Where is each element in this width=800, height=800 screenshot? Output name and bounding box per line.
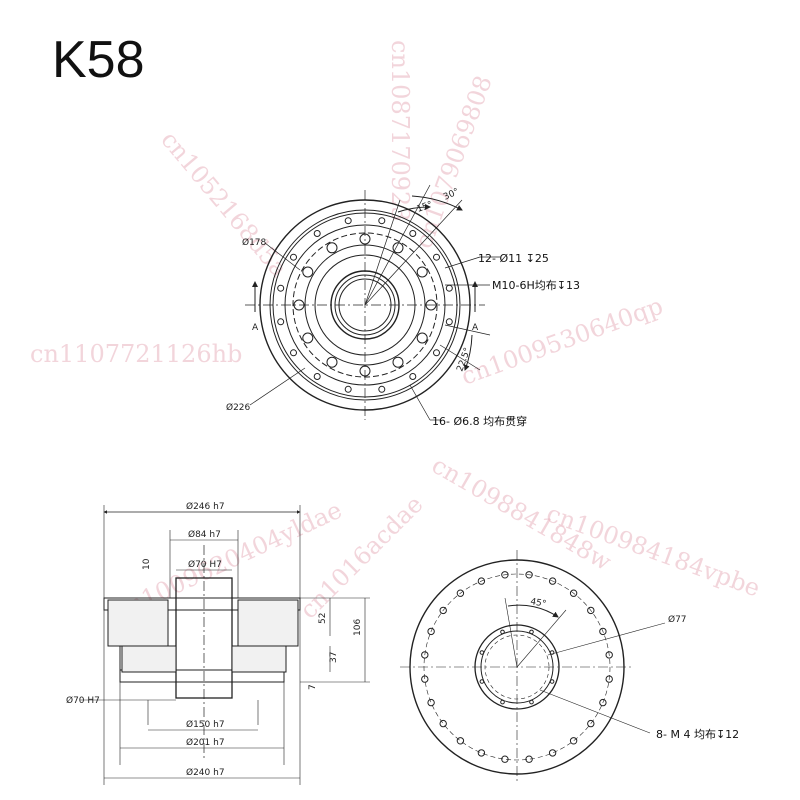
note-thread: M10-6H均布↧13 <box>492 279 580 292</box>
note-16-holes: 16- Ø6.8 均布贯穿 <box>432 414 527 428</box>
note-12-holes: 12- Ø11 ↧25 <box>478 252 549 265</box>
output-hole <box>477 577 486 585</box>
flange-hole <box>290 253 297 261</box>
output-hole <box>439 719 447 728</box>
dim-106: 106 <box>353 619 363 636</box>
section-label-a-right: A <box>472 323 479 333</box>
bolt-hole <box>392 242 404 254</box>
bottom-view-labels: 45° Ø77 8- M 4 均布↧12 <box>529 597 739 741</box>
m4-hole <box>479 650 485 655</box>
dim-dia-84: Ø84 h7 <box>188 529 221 540</box>
dim-dia-70-left: Ø70 H7 <box>66 695 100 706</box>
bolt-hole <box>416 332 428 344</box>
dim-37: 37 <box>329 652 339 663</box>
output-hole <box>456 737 465 745</box>
output-hole <box>421 675 429 683</box>
watermark-1: cn1087170923 <box>386 40 414 222</box>
bolt-hole <box>416 266 428 278</box>
m4-hole <box>529 629 534 635</box>
output-hole <box>525 755 533 763</box>
output-hole <box>477 749 486 757</box>
output-hole <box>548 577 557 585</box>
dim-dia-246: Ø246 h7 <box>186 501 225 512</box>
flange-hole <box>433 253 440 261</box>
bottom-m4-pattern <box>479 629 555 705</box>
note-m4: 8- M 4 均布↧12 <box>656 728 739 741</box>
flange-hole <box>433 349 440 357</box>
watermark-3: cn1052168d5a <box>155 126 293 282</box>
dim-dia-77: Ø77 <box>668 614 687 625</box>
dim-dia-150: Ø150 h7 <box>186 719 225 730</box>
dim-dia-70-top: Ø70 H7 <box>188 559 222 570</box>
bolt-hole <box>326 356 338 368</box>
dim-52: 52 <box>318 613 328 624</box>
section-view <box>80 505 370 785</box>
output-hole <box>501 571 509 579</box>
dim-10: 10 <box>142 558 152 570</box>
output-hole <box>501 755 509 763</box>
bolt-hole <box>302 266 314 278</box>
output-hole <box>439 606 447 615</box>
dim-angle-45: 45° <box>529 597 546 610</box>
m4-hole <box>549 650 555 655</box>
output-hole <box>569 737 578 745</box>
bolt-hole <box>392 356 404 368</box>
dim-dia-226: Ø226 <box>226 402 251 413</box>
dim-dia-178: Ø178 <box>242 237 267 248</box>
m4-hole <box>529 699 534 705</box>
flange-hole <box>277 284 285 292</box>
top-view <box>245 184 500 421</box>
output-hole <box>525 571 533 579</box>
watermark-2: cn1079069808 <box>409 72 497 252</box>
output-hole <box>605 651 613 659</box>
output-hole <box>587 606 595 615</box>
output-hole <box>548 749 557 757</box>
dim-dia-240: Ø240 h7 <box>186 767 225 778</box>
flange-hole <box>445 318 453 326</box>
m4-hole <box>500 699 505 705</box>
watermark-layer: cn1087170923 cn1079069808 cn1052168d5a c… <box>30 40 764 625</box>
watermark-4: cn1009530640qp <box>457 292 666 391</box>
flange-hole <box>378 217 386 225</box>
section-view-labels: Ø246 h7 Ø84 h7 Ø70 H7 10 52 106 37 7 Ø70… <box>66 501 363 778</box>
output-hole <box>587 719 595 728</box>
flange-hole <box>344 217 352 225</box>
flange-hole <box>313 230 321 237</box>
output-hole <box>599 627 607 636</box>
bottom-view <box>400 550 666 784</box>
flange-hole <box>445 284 453 292</box>
flange-hole <box>344 385 352 393</box>
flange-hole <box>277 318 285 326</box>
watermark-5: cn1107721126hb <box>30 340 242 368</box>
flange-hole <box>409 230 417 237</box>
output-hole <box>456 589 465 597</box>
output-hole <box>427 698 435 707</box>
flange-hole <box>290 349 297 357</box>
output-hole <box>427 627 435 636</box>
flange-hole <box>409 373 417 380</box>
bolt-hole <box>326 242 338 254</box>
output-hole <box>421 651 429 659</box>
outer-hole-pattern <box>277 217 453 393</box>
model-title: K58 <box>52 31 145 89</box>
m4-hole <box>500 629 505 635</box>
inner-hole-pattern <box>293 233 437 377</box>
flange-hole <box>378 385 386 393</box>
output-hole <box>599 698 607 707</box>
section-label-a-left: A <box>252 323 259 333</box>
bolt-hole <box>302 332 314 344</box>
dim-dia-201: Ø201 h7 <box>186 737 225 748</box>
m4-hole <box>479 679 485 684</box>
flange-hole <box>313 373 321 380</box>
output-hole <box>605 675 613 683</box>
m4-hole <box>549 679 555 684</box>
dim-7: 7 <box>308 684 318 690</box>
output-hole <box>569 589 578 597</box>
bottom-hole-pattern <box>421 571 613 763</box>
